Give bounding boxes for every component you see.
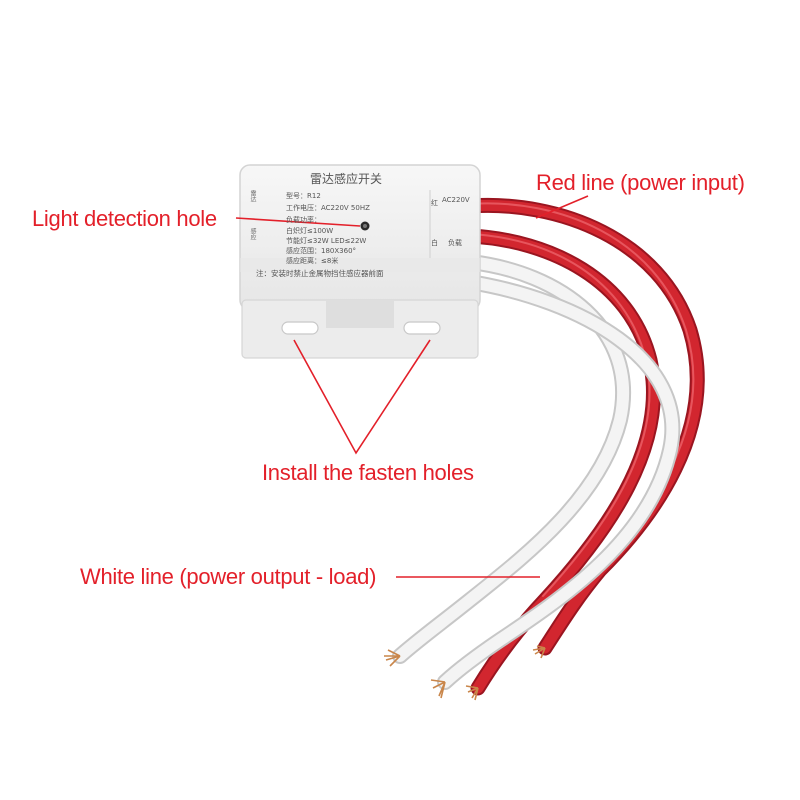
device-title: 雷达感应开关 [310, 172, 383, 186]
device-incandescent: 白炽灯≤100W [286, 227, 334, 235]
copper-strands [384, 645, 546, 701]
pointer-lines [235, 195, 589, 578]
fasten-holes-label: Install the fasten holes [262, 460, 474, 485]
device-left-mark-2: 感应 [249, 228, 256, 240]
device-note: 注：安装时禁止金属物挡住感应器前面 [256, 269, 384, 278]
device-energy-saving: 节能灯≤32W LED≤22W [286, 237, 367, 245]
device-left-mark-1: 雷达 [249, 190, 256, 202]
fasten-hole-left [281, 321, 319, 335]
device-distance: 感应距离：≤8米 [286, 257, 339, 265]
fasten-hole-right [403, 321, 441, 335]
device-load-power: 负载功率： [286, 216, 321, 224]
light-detection-label: Light detection hole [32, 206, 217, 231]
terminal-red-label: 红 [431, 199, 438, 207]
white-line-label: White line (power output - load) [80, 564, 377, 589]
terminal-red-spec: AC220V [442, 196, 470, 204]
device-model: 型号：R12 [286, 192, 321, 200]
sensor-housing [239, 164, 481, 359]
white-wire-2 [437, 274, 681, 690]
white-wire-1 [392, 254, 632, 664]
terminal-white-spec: 负载 [448, 239, 462, 247]
red-line-label: Red line (power input) [536, 170, 745, 195]
terminal-white-label: 白 [431, 239, 438, 247]
device-range: 感应范围：180X360° [286, 247, 357, 255]
device-voltage: 工作电压：AC220V 50HZ [286, 204, 370, 212]
